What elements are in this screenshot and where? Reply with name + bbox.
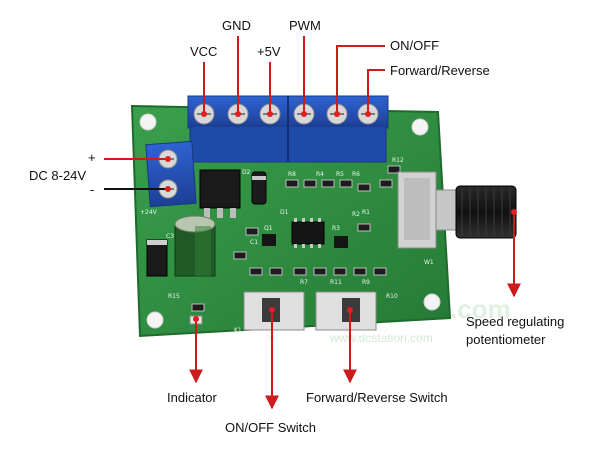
annotation-lines	[104, 36, 521, 410]
electrolytic-capacitor	[174, 215, 216, 277]
label-on-off: ON/OFF	[390, 38, 439, 53]
label-vcc: VCC	[190, 44, 217, 59]
label-speed-pot-line2: potentiometer	[466, 332, 546, 347]
silk-r7: R7	[300, 279, 308, 286]
power-terminal-block	[145, 140, 197, 208]
direction-slide-switch	[315, 291, 377, 331]
label-pwm: PWM	[289, 18, 321, 33]
silk-r3: R3	[332, 225, 340, 232]
transistor	[334, 236, 348, 248]
label-forward-reverse-switch: Forward/Reverse Switch	[306, 390, 448, 405]
silk-r2: R2	[352, 211, 360, 218]
silk-d2: D2	[242, 169, 251, 176]
silk-k1: K1	[234, 327, 242, 334]
smd-diode	[146, 239, 168, 277]
transistor	[262, 234, 276, 246]
label-forward-reverse: Forward/Reverse	[390, 63, 490, 78]
label-plus: +	[88, 150, 96, 165]
watermark-main: .com	[450, 294, 511, 324]
mounting-hole	[146, 311, 164, 329]
callout-labels: VCC GND +5V PWM ON/OFF Forward/Reverse +…	[29, 18, 564, 435]
pcb-board	[130, 104, 452, 338]
silk-q1: Q1	[264, 225, 273, 232]
top-terminal-block	[187, 95, 389, 163]
mounting-hole	[423, 293, 441, 311]
silk-w1: W1	[424, 259, 434, 266]
silk-c1: C1	[250, 239, 258, 246]
label-dc-input: DC 8-24V	[29, 168, 86, 183]
onoff-leader	[336, 45, 385, 111]
silk-24v: +24V	[140, 209, 158, 216]
terminal-dots	[165, 111, 517, 322]
label-plus5v: +5V	[257, 44, 281, 59]
voltage-regulator	[199, 169, 241, 218]
silk-c3: C3	[166, 233, 174, 240]
silk-r12: R12	[392, 157, 404, 164]
silk-r4: R4	[316, 171, 324, 178]
silk-r11: R11	[330, 279, 342, 286]
label-on-off-switch: ON/OFF Switch	[225, 420, 316, 435]
silk-r6: R6	[352, 171, 360, 178]
silk-r15: R15	[168, 293, 180, 300]
forward-reverse-leader	[367, 69, 385, 111]
label-minus: -	[90, 182, 94, 197]
label-indicator: Indicator	[167, 390, 218, 405]
silk-r9: R9	[362, 279, 370, 286]
silkscreen-labels: R12 R8 R4 R5 R6 D2 D1 R2 R3 C1 Q1 R1 R11…	[140, 157, 434, 342]
ic-chip	[291, 218, 325, 248]
silk-r10: R10	[386, 293, 398, 300]
silk-r8: R8	[288, 171, 296, 178]
label-speed-pot-line1: Speed regulating	[466, 314, 564, 329]
mounting-hole	[139, 113, 157, 131]
silk-r1: R1	[362, 209, 370, 216]
silk-r5: R5	[336, 171, 344, 178]
silk-k2: K2	[380, 327, 388, 334]
label-gnd: GND	[222, 18, 251, 33]
watermark-sub: www.dcstation.com	[329, 331, 433, 345]
silk-d1: D1	[280, 209, 289, 216]
mounting-hole	[411, 118, 429, 136]
potentiometer	[397, 171, 517, 249]
smd-resistors	[191, 165, 401, 312]
silk-cw-ccw: CW/CCW	[338, 335, 365, 342]
